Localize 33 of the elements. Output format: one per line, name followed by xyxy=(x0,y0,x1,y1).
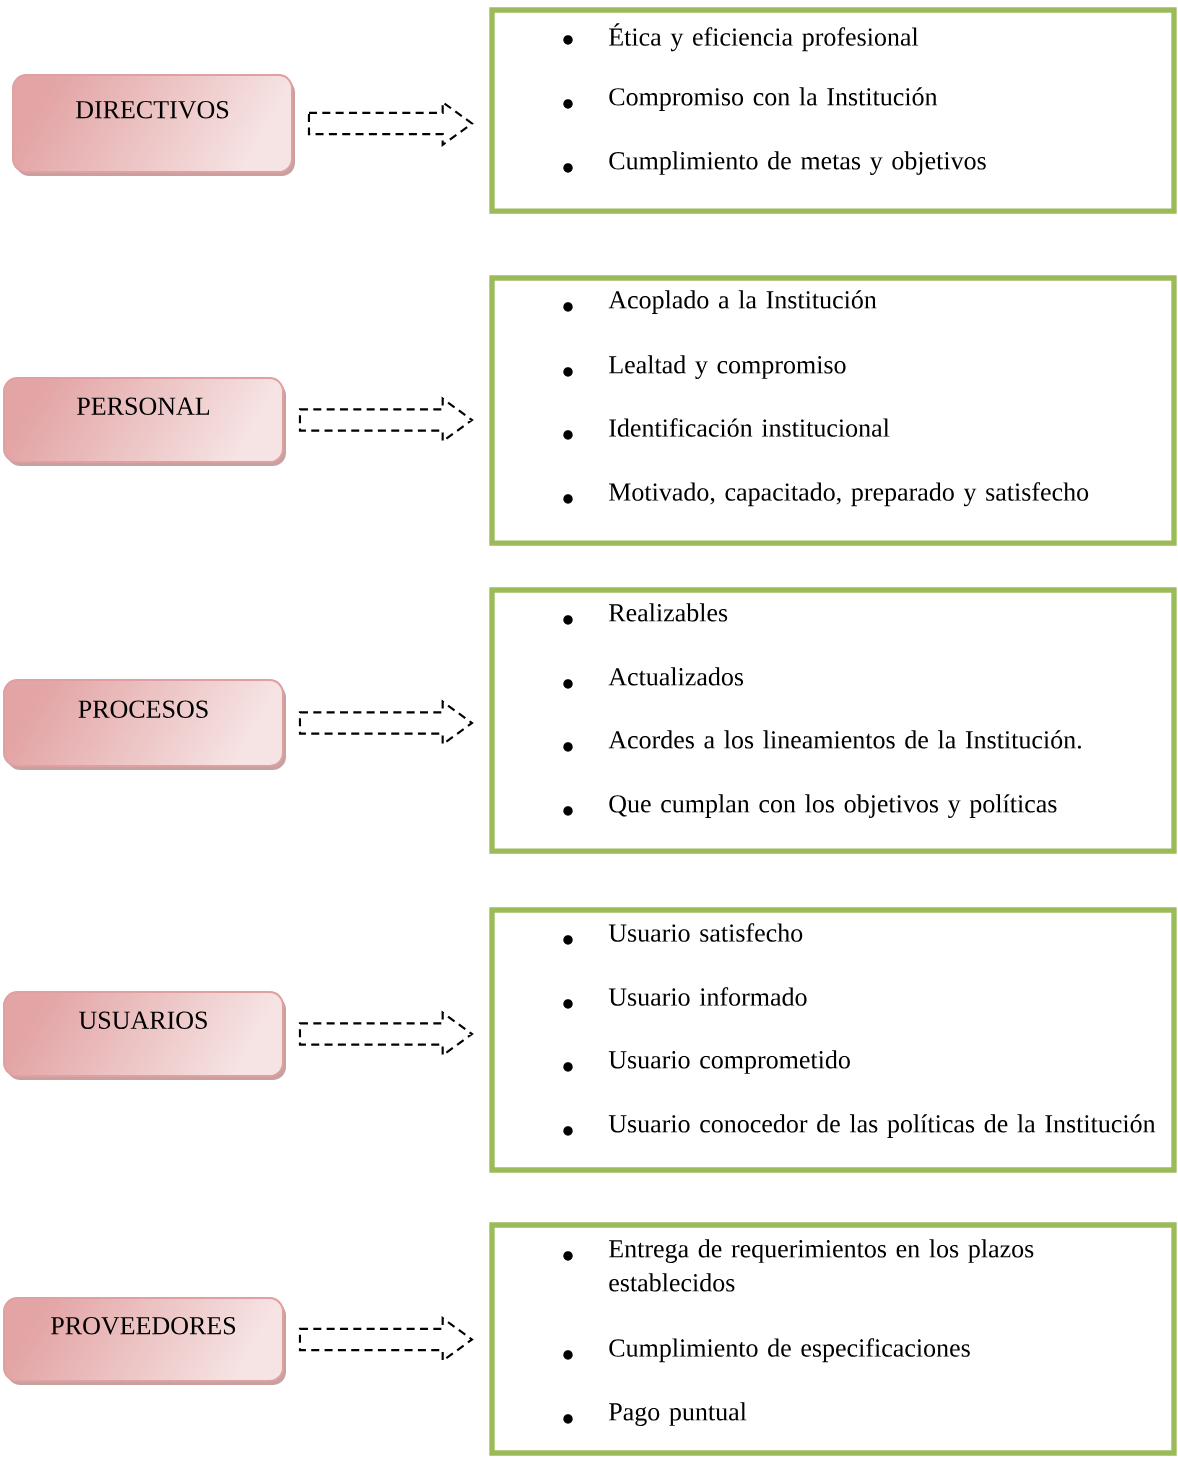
list-item: Lealtad y compromiso xyxy=(609,355,846,379)
list-item: Entrega de requerimientos en los plazos establecidos xyxy=(609,1239,1034,1292)
list-item: Realizables xyxy=(609,603,728,622)
list-item: Usuario comprometido xyxy=(608,1050,850,1074)
list-item: Usuario conocedor de las políticas de la Institución xyxy=(608,1114,1156,1138)
label-box: DIRECTIVOS xyxy=(12,74,295,176)
label-box: PROVEEDORES xyxy=(3,1297,286,1385)
label-box: USUARIOS xyxy=(3,991,286,1080)
list-box xyxy=(489,1222,1177,1456)
list-box xyxy=(489,907,1177,1173)
list-item: Acordes a los lineamientos de la Institución. xyxy=(608,730,1081,749)
block-arrow xyxy=(298,1316,474,1363)
block-arrow xyxy=(307,100,474,147)
list-item: Cumplimiento de especificaciones xyxy=(609,1338,970,1363)
block-arrow xyxy=(298,699,474,747)
list-box xyxy=(489,7,1177,214)
list-item: Cumplimiento de metas y objetivos xyxy=(609,151,986,175)
list-box xyxy=(489,275,1177,546)
block-arrow xyxy=(298,1010,474,1058)
list-item: Ética y eficiencia profesional xyxy=(609,23,919,52)
list-item: Acoplado a la Institución xyxy=(608,290,877,314)
block-arrow xyxy=(298,396,474,444)
list-item: Identificación institucional xyxy=(609,418,890,437)
list-item: Que cumplan con los objetivos y políticas xyxy=(609,794,1057,818)
label-box: PROCESOS xyxy=(3,679,286,770)
list-item: Pago puntual xyxy=(609,1402,747,1426)
list-box xyxy=(489,587,1177,854)
list-item: Actualizados xyxy=(608,667,744,686)
list-item: Usuario satisfecho xyxy=(608,923,803,942)
list-item: Compromiso con la Institución xyxy=(609,87,938,111)
label-box: PERSONAL xyxy=(3,377,286,466)
list-item: Motivado, capacitado, preparado y satisfecho xyxy=(609,482,1089,507)
list-item: Usuario informado xyxy=(608,987,807,1006)
